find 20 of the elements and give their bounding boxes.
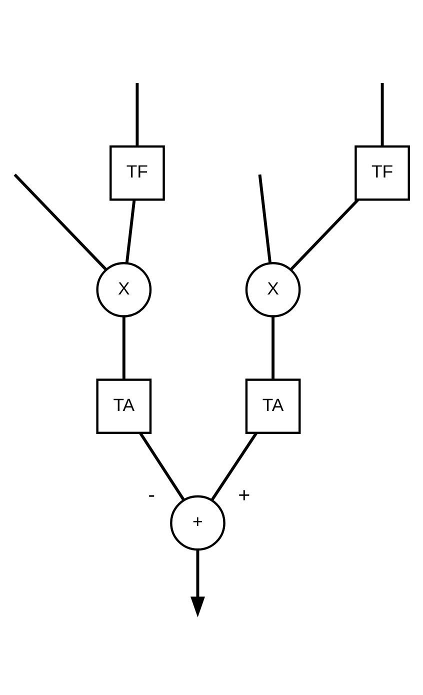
connector <box>290 198 360 270</box>
node-circle: X <box>245 262 301 317</box>
connector <box>136 82 139 146</box>
connector <box>272 316 275 380</box>
connector <box>125 199 136 263</box>
node-circle: X <box>96 262 152 317</box>
connector <box>380 82 384 146</box>
connector <box>139 432 186 500</box>
node-box: TA <box>96 378 152 434</box>
node-box: TF <box>110 144 165 200</box>
node-circle: + <box>170 494 226 550</box>
connector <box>258 174 272 263</box>
connector <box>122 316 126 380</box>
connector <box>14 173 107 270</box>
connector <box>210 432 258 500</box>
node-box: TF <box>354 144 410 200</box>
edge-label: + <box>238 483 250 506</box>
edge-label: - <box>148 483 156 506</box>
node-box: TA <box>245 378 301 434</box>
arrow <box>190 549 205 617</box>
